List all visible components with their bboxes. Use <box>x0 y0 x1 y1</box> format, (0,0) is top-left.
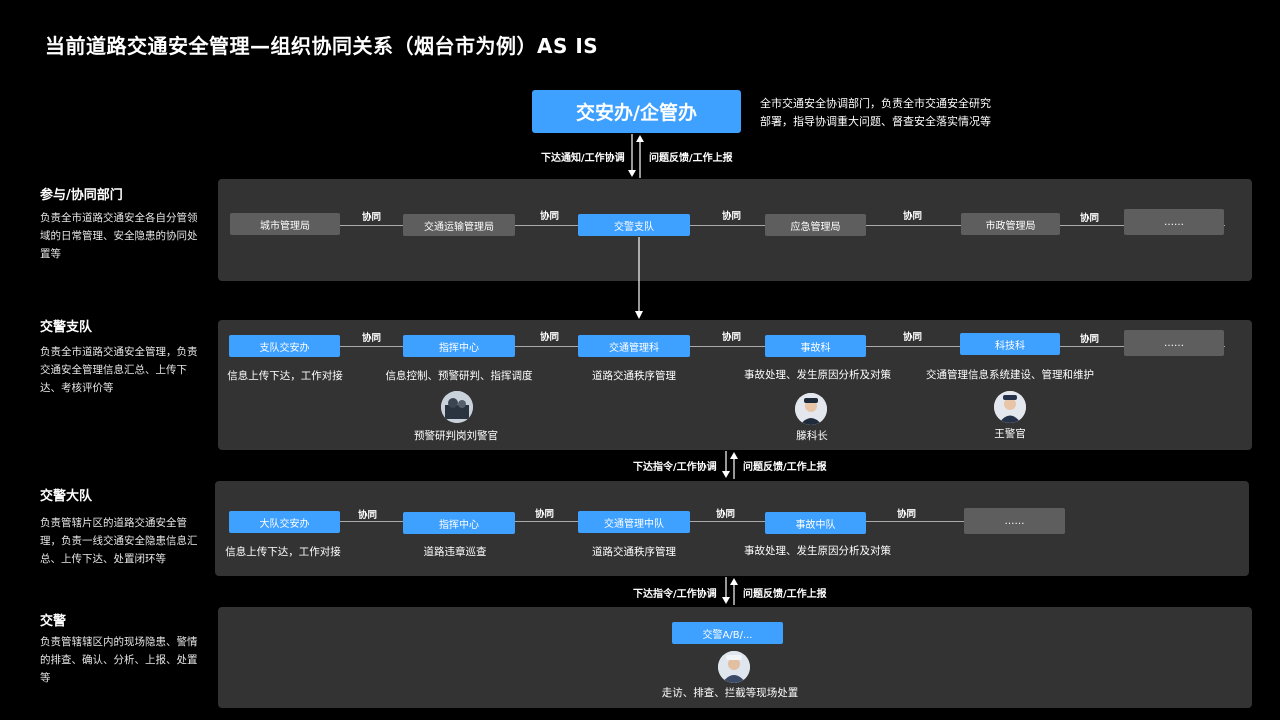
section-desc-brigade: 负责管辖片区的道路交通安全管理，负责一线交通安全隐患信息汇总、上传下达、处置闭环… <box>40 517 198 565</box>
link-down-label: 下达指令/工作协调 <box>633 589 717 600</box>
panel-detachment <box>218 320 1252 450</box>
node-detachment-safety-office: 支队交安办 <box>229 335 340 357</box>
node-desc: 走访、排查、拦截等现场处置 <box>661 687 799 699</box>
section-title-detachment: 交警支队 <box>40 320 93 335</box>
node-desc: 信息上传下达，工作对接 <box>227 370 343 382</box>
node-accident-squadron: 事故中队 <box>765 512 866 534</box>
node-desc: 信息控制、预警研判、指挥调度 <box>385 370 533 382</box>
coop-label: 协同 <box>722 332 742 343</box>
node-more: …… <box>1124 330 1224 356</box>
panel-brigade <box>215 481 1249 576</box>
node-brigade-safety-office: 大队交安办 <box>229 511 340 533</box>
section-title-officer: 交警 <box>40 614 67 629</box>
coop-label: 协同 <box>903 211 923 222</box>
node-desc: 交通管理信息系统建设、管理和维护 <box>926 369 1094 381</box>
panel-coop-depts <box>218 179 1252 281</box>
node-desc: 事故处理、发生原因分析及对策 <box>744 369 891 381</box>
node-emergency-bureau: 应急管理局 <box>765 214 866 236</box>
top-coordination-office-box: 交安办/企管办 <box>532 90 741 133</box>
police-avatar-icon <box>795 393 827 425</box>
coop-label: 协同 <box>1080 213 1100 224</box>
top-bidirectional-arrows <box>628 134 644 178</box>
node-more: …… <box>1124 209 1224 235</box>
link-down-label: 下达指令/工作协调 <box>633 462 717 473</box>
person-label: 王警官 <box>994 428 1026 440</box>
detachment-down-arrow <box>635 237 643 319</box>
page-title: 当前道路交通安全管理—组织协同关系（烟台市为例）AS IS <box>45 34 599 58</box>
section-desc-detachment: 负责全市道路交通安全管理，负责交通安全管理信息汇总、上传下达、考核评价等 <box>40 346 198 394</box>
police-avatar-icon <box>441 391 473 423</box>
coop-label: 协同 <box>903 332 923 343</box>
link-arrows-1 <box>722 451 738 479</box>
top-up-label: 问题反馈/工作上报 <box>649 153 733 164</box>
police-avatar-icon <box>994 391 1026 423</box>
coop-label: 协同 <box>535 509 555 520</box>
section-desc-officer: 负责管辖辖区内的现场隐患、警情的排查、确认、分析、上报、处置等 <box>40 636 198 684</box>
top-down-label: 下达通知/工作协调 <box>541 153 625 164</box>
coop-label: 协同 <box>362 212 382 223</box>
node-desc: 道路交通秩序管理 <box>592 546 676 558</box>
coop-label: 协同 <box>540 332 560 343</box>
coop-label: 协同 <box>362 333 382 344</box>
node-command-center: 指挥中心 <box>403 335 515 357</box>
node-city-management: 城市管理局 <box>230 213 340 235</box>
node-desc: 事故处理、发生原因分析及对策 <box>744 545 891 557</box>
link-up-label: 问题反馈/工作上报 <box>743 589 827 600</box>
node-transport-bureau: 交通运输管理局 <box>403 214 515 236</box>
coop-label: 协同 <box>358 510 378 521</box>
coop-label: 协同 <box>722 211 742 222</box>
coop-label: 协同 <box>716 509 736 520</box>
node-desc: 道路违章巡查 <box>423 546 487 558</box>
link-arrows-2 <box>722 577 738 605</box>
row3-connector <box>340 521 1040 522</box>
node-technology-section: 科技科 <box>960 333 1060 355</box>
section-desc-coop-depts: 负责全市道路交通安全各自分管领域的日常管理、安全隐患的协同处置等 <box>40 212 198 260</box>
coop-label: 协同 <box>897 509 917 520</box>
node-desc: 道路交通秩序管理 <box>592 370 676 382</box>
node-desc: 信息上传下达，工作对接 <box>225 546 341 558</box>
node-traffic-management-section: 交通管理科 <box>578 335 690 357</box>
node-officers: 交警A/B/... <box>672 622 783 644</box>
node-more: …… <box>964 508 1065 534</box>
person-label: 滕科长 <box>796 430 828 442</box>
coop-label: 协同 <box>540 211 560 222</box>
node-brigade-command-center: 指挥中心 <box>403 512 515 534</box>
top-office-description: 全市交通安全协调部门，负责全市交通安全研究部署，指导协调重大问题、督查安全落实情… <box>760 97 991 128</box>
node-accident-section: 事故科 <box>765 335 866 357</box>
section-title-brigade: 交警大队 <box>40 489 93 504</box>
link-up-label: 问题反馈/工作上报 <box>743 462 827 473</box>
section-title-coop-depts: 参与/协同部门 <box>40 188 123 203</box>
node-traffic-squadron: 交通管理中队 <box>578 511 690 533</box>
node-traffic-police-detachment: 交警支队 <box>578 214 690 236</box>
coop-label: 协同 <box>1080 334 1100 345</box>
police-avatar-icon <box>718 651 750 683</box>
node-municipal-bureau: 市政管理局 <box>961 213 1060 235</box>
person-label: 预警研判岗刘警官 <box>414 430 498 442</box>
